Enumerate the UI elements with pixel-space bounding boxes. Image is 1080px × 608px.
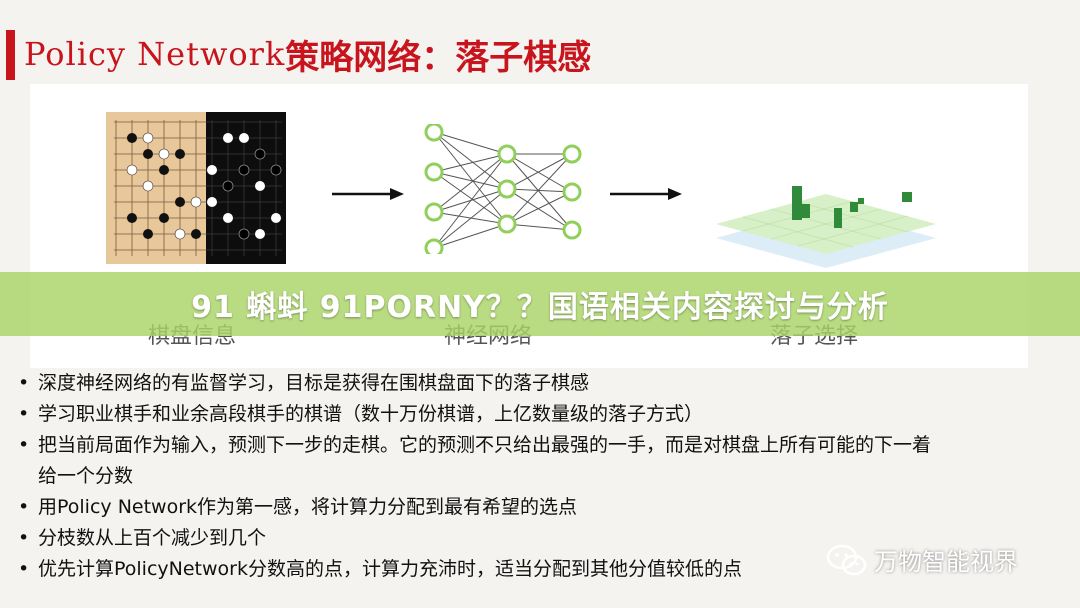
bullet-list: 深度神经网络的有监督学习，目标是获得在围棋盘面下的落子棋感 学习职业棋手和业余高… bbox=[16, 368, 1056, 585]
title-english: Policy Network bbox=[24, 35, 286, 73]
go-board-image bbox=[106, 112, 286, 264]
neural-network-image bbox=[424, 124, 582, 254]
arrow-right-icon bbox=[610, 188, 682, 200]
list-item: 深度神经网络的有监督学习，目标是获得在围棋盘面下的落子棋感 bbox=[16, 368, 1056, 399]
watermark-text: 万物智能视界 bbox=[874, 548, 1018, 576]
list-item: 把当前局面作为输入，预测下一步的走棋。它的预测不只给出最强的一手，而是对棋盘上所… bbox=[16, 430, 938, 492]
banner-text: 91 蝌蚪 91PORNY？？国语相关内容探讨与分析 bbox=[191, 290, 889, 325]
wechat-icon bbox=[826, 544, 867, 575]
title-chinese: 策略网络：落子棋感 bbox=[285, 37, 592, 78]
list-item: 优先计算PolicyNetwork分数高的点，计算力充沛时，适当分配到其他分值较… bbox=[16, 554, 1056, 585]
slide-title: Policy Network 策略网络：落子棋感 bbox=[24, 28, 591, 80]
list-item: 用Policy Network作为第一感，将计算力分配到最有希望的选点 bbox=[16, 492, 1056, 523]
overlay-banner: 91 蝌蚪 91PORNY？？国语相关内容探讨与分析 bbox=[0, 272, 1080, 336]
arrow-right-icon bbox=[332, 188, 404, 200]
watermark: 万物智能视界 bbox=[826, 542, 1018, 577]
list-item: 分枝数从上百个减少到几个 bbox=[16, 523, 1056, 554]
title-accent-bar bbox=[6, 30, 15, 80]
list-item: 学习职业棋手和业余高段棋手的棋谱（数十万份棋谱，上亿数量级的落子方式） bbox=[16, 399, 1056, 430]
move-probability-map-image bbox=[716, 186, 936, 268]
